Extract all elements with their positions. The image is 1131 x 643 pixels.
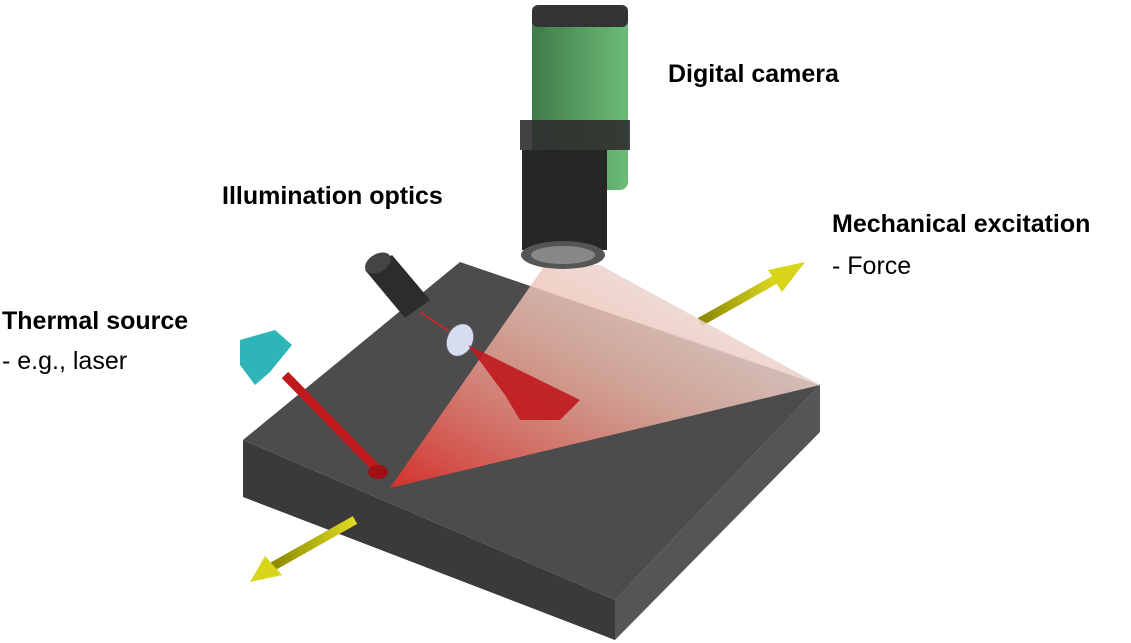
force-arrow-right [697,262,805,326]
illumination-optics [365,252,580,420]
force-label: - Force [832,252,912,280]
camera-label: Digital camera [668,60,839,88]
illumination-label: Illumination optics [222,182,443,210]
force-arrow-left [250,516,358,582]
thermal-source [240,330,388,479]
digital-camera [520,5,630,269]
laser-label: - e.g., laser [2,347,128,375]
thermal-source-label: Thermal source [2,307,189,335]
camera-field-of-view [390,265,820,488]
mechanical-excitation-label: Mechanical excitation [832,210,1091,238]
